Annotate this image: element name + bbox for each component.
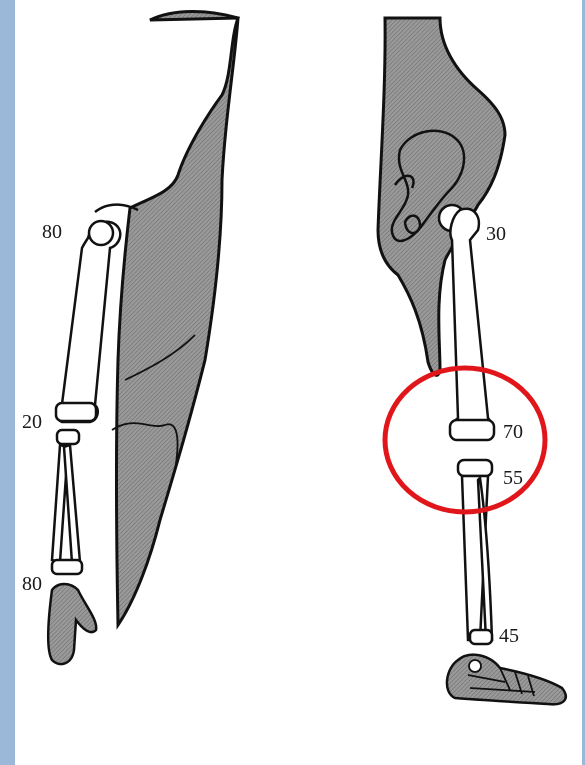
torso-silhouette [117,12,239,626]
forearm-bones [52,430,82,574]
label-shoulder: 80 [42,221,62,243]
label-ankle: 45 [499,625,519,647]
label-elbow: 20 [22,411,42,433]
arm-figure: 80 20 80 [22,12,238,665]
tibia-fibula-bones [458,460,492,644]
humerus-bone [56,221,120,422]
foot-silhouette [447,655,566,705]
hand-silhouette [48,584,96,664]
label-hip: 30 [486,223,506,245]
label-wrist: 80 [22,573,42,595]
label-knee-distal-femur: 70 [503,421,523,443]
label-knee-proximal-tibia: 55 [503,467,523,489]
leg-figure: 30 70 55 45 [378,18,566,704]
